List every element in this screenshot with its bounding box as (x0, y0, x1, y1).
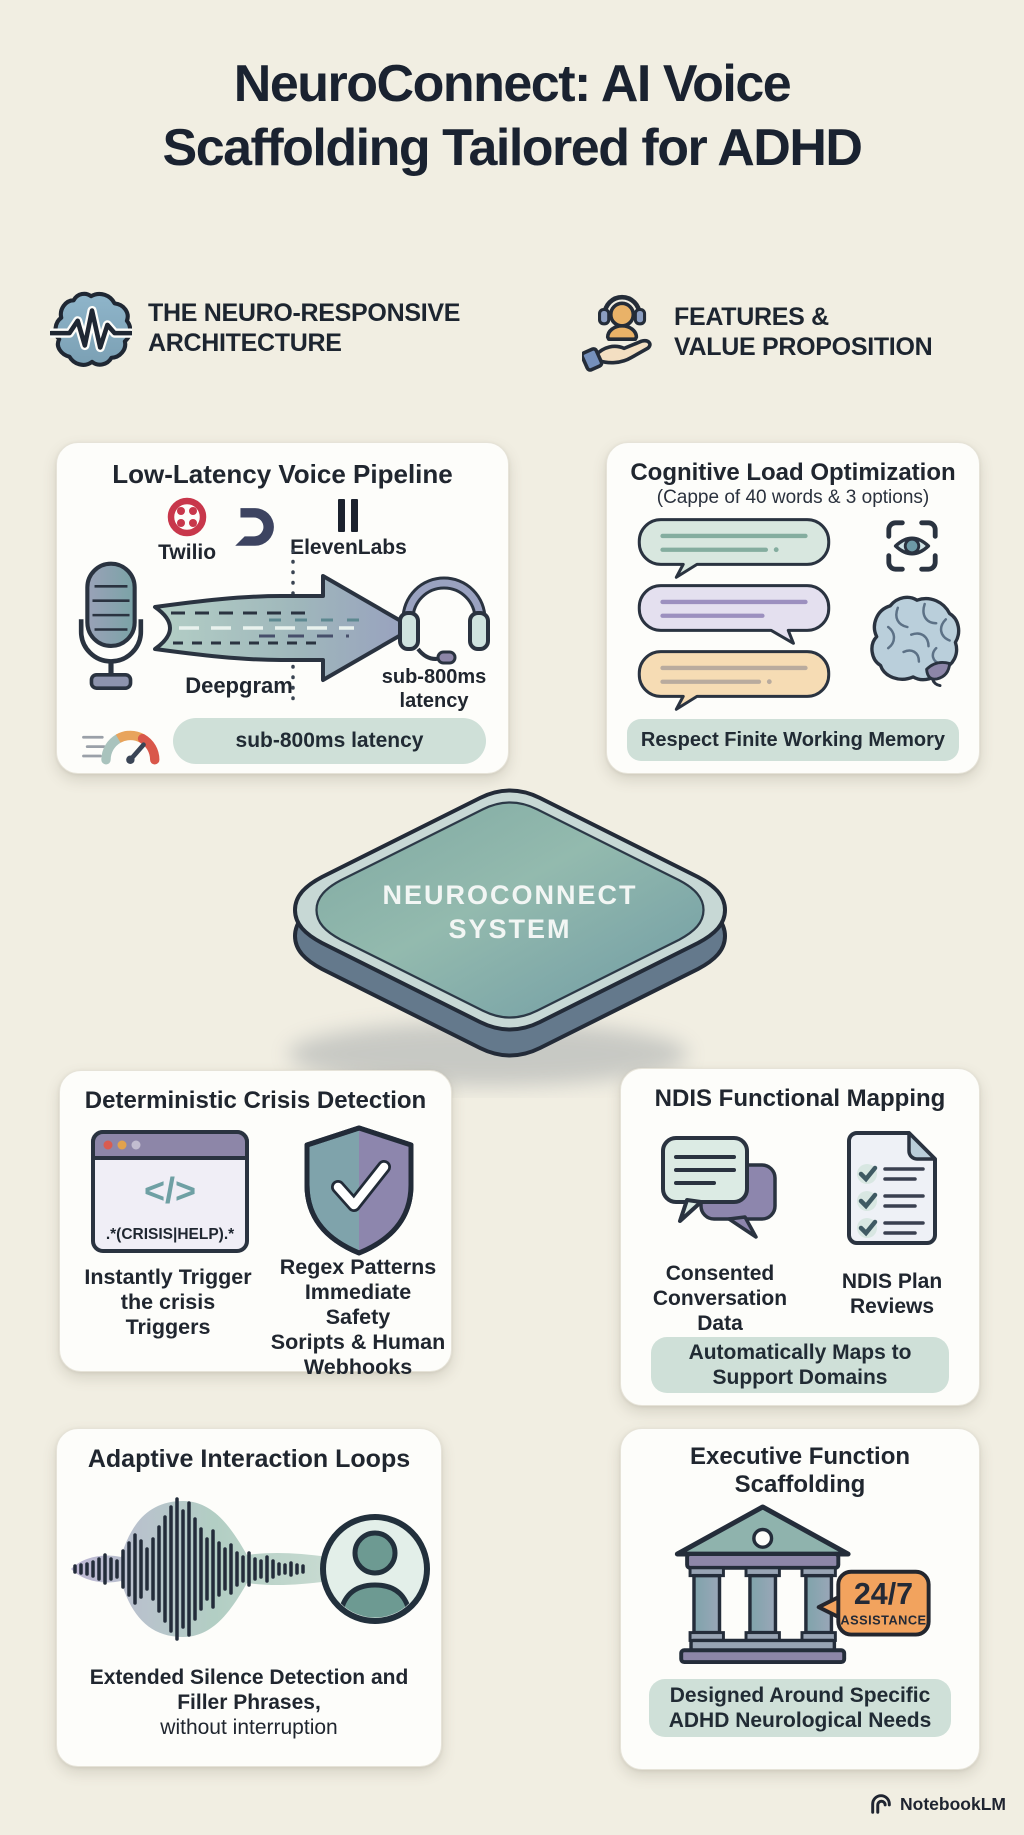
pipeline-graphic: Deepgram sub-800ms latency (69, 547, 496, 712)
twilio-logo: Twilio (158, 497, 216, 565)
card-voice-pipeline: Low-Latency Voice Pipeline Twilio Eleven… (56, 442, 509, 774)
checklist-document-icon (847, 1131, 937, 1245)
twilio-icon (167, 497, 207, 537)
system-label-line2: SYSTEM (448, 914, 571, 944)
crisis-regex: .*(CRISIS|HELP).* (106, 1226, 235, 1243)
footer: NotebookLM (869, 1792, 1006, 1816)
deepgram-icon (235, 508, 275, 546)
brain-icon (870, 595, 961, 687)
code-window-icon: </> .*(CRISIS|HELP).* (91, 1130, 249, 1253)
elevenlabs-logo: ElevenLabs (290, 497, 407, 560)
crisis-caption-left: Instantly Trigger the crisis Triggers (84, 1265, 252, 1339)
card-cognitive-title: Cognitive Load Optimization (630, 459, 956, 486)
vendor-logos: Twilio ElevenLabs (57, 497, 508, 565)
latency-banner: sub-800ms latency (79, 717, 486, 765)
notebooklm-icon (871, 1794, 891, 1814)
card-executive-function: Executive Function Scaffolding (620, 1428, 980, 1770)
page-title: NeuroConnect: AI Voice Scaffolding Tailo… (162, 55, 863, 177)
speedometer-icon (82, 730, 160, 765)
system-diamond: NEUROCONNECT SYSTEM (268, 782, 752, 1098)
adaptive-caption: Extended Silence Detection and Filler Ph… (57, 1665, 441, 1740)
section-features: FEATURES & VALUE PROPOSITION (582, 288, 1002, 376)
code-glyph: </> (144, 1170, 196, 1211)
chat-bubbles-icon (661, 1136, 777, 1239)
speech-bubble-purple (637, 584, 831, 645)
twilio-label: Twilio (158, 541, 217, 564)
badge-value: 24/7 (854, 1577, 913, 1611)
shield-check-icon (304, 1125, 414, 1256)
card-cognitive-load: Cognitive Load Optimization (Cappe of 40… (606, 442, 980, 774)
card-cognitive-subtitle: (Cappe of 40 words & 3 options) (656, 487, 930, 508)
adaptive-caption-light: without interruption (160, 1716, 338, 1739)
speech-bubble-orange (637, 650, 831, 711)
elevenlabs-icon (338, 499, 359, 532)
focus-eye-icon (886, 520, 938, 572)
card-executive-title: Executive Function Scaffolding (689, 1443, 911, 1498)
microphone-icon (78, 561, 144, 690)
cognitive-pill: Respect Finite Working Memory (627, 719, 959, 761)
brain-pulse-icon (50, 291, 132, 367)
headphones-icon (398, 576, 490, 665)
footer-brand: NotebookLM (900, 1793, 1006, 1814)
crisis-caption-right: Regex Patterns Immediate Safety Soripts … (270, 1255, 446, 1379)
card-voice-pipeline-title: Low-Latency Voice Pipeline (112, 459, 453, 489)
executive-pill: Designed Around Specific ADHD Neurologic… (649, 1679, 951, 1737)
ndis-caption-left: Consented Conversation Data (652, 1262, 788, 1335)
section-features-label: FEATURES & VALUE PROPOSITION (674, 303, 933, 361)
card-ndis-title: NDIS Functional Mapping (654, 1085, 946, 1112)
flow-arrow (153, 574, 415, 682)
waveform-icon (71, 1497, 430, 1641)
assistance-badge: 24/7 ASSISTANCE (816, 1569, 931, 1637)
system-label-line1: NEUROCONNECT (382, 880, 637, 910)
card-adaptive-title: Adaptive Interaction Loops (87, 1445, 411, 1473)
temple-icon: 24/7 ASSISTANCE (674, 1504, 931, 1665)
badge-label: ASSISTANCE (840, 1613, 926, 1628)
section-architecture: THE NEURO-RESPONSIVE ARCHITECTURE (50, 288, 530, 368)
section-architecture-label: THE NEURO-RESPONSIVE ARCHITECTURE (148, 299, 461, 357)
card-crisis-title: Deterministic Crisis Detection (84, 1087, 427, 1114)
adaptive-caption-strong: Extended Silence Detection and Filler Ph… (89, 1666, 409, 1714)
support-person-icon (582, 294, 652, 372)
card-adaptive-loops: Adaptive Interaction Loops (56, 1428, 442, 1767)
card-crisis-detection: Deterministic Crisis Detection </> .*(CR… (59, 1070, 452, 1379)
card-ndis-mapping: NDIS Functional Mapping (620, 1068, 980, 1406)
ndis-pill: Automatically Maps to Support Domains (651, 1337, 949, 1393)
latency-pill: sub-800ms latency (173, 718, 486, 764)
deepgram-label: Deepgram (185, 673, 293, 698)
ndis-caption-right: NDIS Plan Reviews (841, 1270, 943, 1318)
speech-bubble-teal (637, 518, 831, 579)
elevenlabs-label: ElevenLabs (290, 536, 407, 559)
latency-note: sub-800ms latency (381, 666, 487, 712)
